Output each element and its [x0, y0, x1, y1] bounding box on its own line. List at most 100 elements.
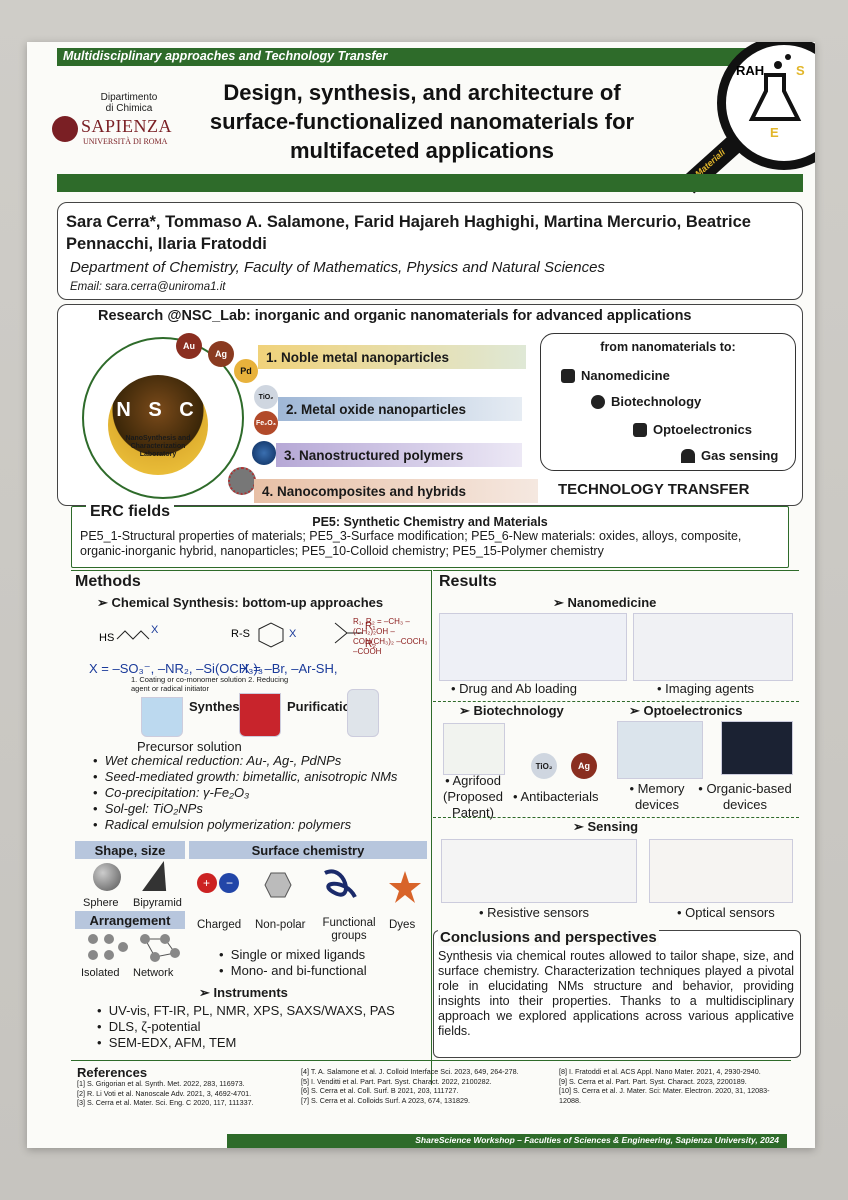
technology-transfer-label: TECHNOLOGY TRANSFER [558, 481, 750, 498]
antibacterials-label: • Antibacterials [513, 789, 599, 804]
ag-ball: Ag [208, 341, 234, 367]
optical-sensors-label: • Optical sensors [677, 905, 775, 920]
instrument-item: • SEM-EDX, AFM, TEM [97, 1035, 237, 1050]
instrument-text: DLS, ζ-potential [108, 1019, 201, 1034]
dyes-label: Dyes [389, 919, 416, 931]
agrifood-label: • Agrifood (Proposed Patent) [443, 773, 503, 820]
flask-icon: RAH S E [736, 54, 805, 140]
fe2o3-ball: Fe₂O₃ [254, 411, 278, 435]
erc-label: ERC fields [86, 503, 175, 521]
methods-bullets: • Wet chemical reduction: Au-, Ag-, PdNP… [93, 753, 423, 833]
author-department: Department of Chemistry, Faculty of Math… [70, 259, 605, 276]
chemical-synthesis-heading: ➢ Chemical Synthesis: bottom-up approach… [97, 595, 384, 610]
reference-item: [6] S. Cerra et al. Coll. Surf. B 2021, … [301, 1086, 459, 1095]
university-sub: UNIVERSITÀ DI ROMA [83, 137, 168, 146]
method-bullet-text: Co-precipitation: γ-Fe₂O₃ [104, 785, 250, 800]
synthesis-steps: 1. Coating or co-monomer solution 2. Red… [131, 675, 289, 693]
optoelectronics-heading: ➢ Optoelectronics [629, 703, 743, 718]
references-title: References [77, 1065, 148, 1080]
erc-box: ERC fields PE5: Synthetic Chemistry and … [71, 503, 789, 568]
pd-ball: Pd [234, 359, 258, 383]
conclusions-box: Conclusions and perspectives Synthesis v… [433, 929, 801, 1058]
research-item-oxide: 2. Metal oxide nanoparticles [278, 397, 522, 421]
applications-box: from nanomaterials to: Nanomedicine Biot… [540, 333, 796, 471]
method-bullet: • Radical emulsion polymerization: polym… [93, 817, 352, 832]
au-ball: Au [176, 333, 202, 359]
microbe-icon [591, 394, 605, 409]
reference-item: [7] S. Cerra et al. Colloids Surf. A 202… [301, 1095, 471, 1105]
research-box: Research @NSC_Lab: inorganic and organic… [57, 304, 803, 506]
reference-item: [1] S. Grigorian et al. Synth. Met. 2022… [77, 1079, 245, 1088]
agrifood-figure [443, 723, 505, 775]
tio2-ball: TiO₂ [254, 385, 278, 409]
research-item-polymers: 3. Nanostructured polymers [276, 443, 522, 467]
conclusions-title: Conclusions and perspectives [438, 929, 659, 946]
research-item-composites: 4. Nanocomposites and hybrids [254, 479, 538, 503]
reaction-flask-icon [239, 693, 281, 737]
drug-loading-figure [439, 613, 627, 681]
poster: Multidisciplinary approaches and Technol… [27, 42, 815, 1148]
charged-label: Charged [197, 919, 242, 931]
references-col-2: [4] T. A. Salamone et al. J. Colloid Int… [301, 1067, 551, 1105]
resistive-sensors-label: • Resistive sensors [479, 905, 590, 920]
drug-loading-label: • Drug and Ab loading [451, 681, 577, 696]
synthesis-label: Synthesis [189, 699, 251, 714]
ligand-text: Mono- and bi-functional [230, 963, 367, 978]
centrifuge-icon [347, 689, 379, 737]
svg-text:X: X [151, 624, 159, 636]
instrument-item: • DLS, ζ-potential [97, 1019, 201, 1034]
surface-chemistry-header: Surface chemistry [189, 841, 427, 859]
references-col-1: [1] S. Grigorian et al. Synth. Met. 2022… [77, 1079, 297, 1108]
conclusions-text: Synthesis via chemical routes allowed to… [438, 949, 794, 1038]
results-title: Results [439, 573, 497, 590]
results-divider [433, 817, 799, 818]
methods-title: Methods [75, 573, 141, 590]
imaging-agents-label: • Imaging agents [657, 681, 755, 696]
method-bullet: • Co-precipitation: γ-Fe₂O₃ [93, 785, 250, 800]
research-heading: Research @NSC_Lab: inorganic and organic… [98, 308, 692, 324]
author-names: Sara Cerra*, Tommaso A. Salamone, Farid … [66, 213, 751, 253]
reference-item: [2] R. Li Voti et al. Nanoscale Adv. 202… [77, 1088, 252, 1098]
nsc-lab-short: N S C [116, 399, 200, 421]
svg-text:R-S: R-S [231, 628, 250, 640]
instruments-heading: ➢ Instruments [199, 985, 288, 1000]
network-label: Network [133, 967, 174, 979]
r-groups: R₁, R₂ = –CH₃ –(CH₂)₂OH –CON(CH₃)₂ –COCH… [353, 617, 428, 656]
footer-text: ShareScience Workshop – Faculties of Sci… [415, 1135, 779, 1145]
sphere-label: Sphere [83, 897, 119, 909]
references-col-3: [8] I. Fratoddi et al. ACS Appl. Nano Ma… [559, 1067, 789, 1105]
organic-device-figure [721, 721, 793, 775]
method-bullet-text: Radical emulsion polymerization: polymer… [104, 817, 352, 832]
reference-item: [9] S. Cerra et al. Part. Part. Syst. Ch… [559, 1076, 747, 1086]
science-badge-icon: RAH S E [717, 42, 815, 170]
method-bullet-text: Wet chemical reduction: Au-, Ag-, PdNPs [104, 753, 342, 768]
sapienza-seal-icon [52, 116, 78, 142]
ligand-text: Single or mixed ligands [230, 947, 366, 962]
app-nanomedicine: Nanomedicine [561, 368, 670, 383]
methods-section: Methods ➢ Chemical Synthesis: bottom-up … [71, 570, 432, 1085]
arrangement-icon [88, 934, 180, 962]
surface-chemistry-icons: + − [197, 869, 421, 903]
method-bullet-text: Sol-gel: TiO₂NPs [104, 801, 203, 816]
method-bullet: • Wet chemical reduction: Au-, Ag-, PdNP… [93, 753, 342, 768]
erc-pe5: PE5: Synthetic Chemistry and Materials [312, 515, 548, 529]
purification-label: Purification [287, 699, 359, 714]
tio2-particle: TiO₂ [531, 753, 557, 779]
ag-particle: Ag [571, 753, 597, 779]
biotechnology-heading: ➢ Biotechnology [459, 703, 564, 718]
results-divider [433, 701, 799, 702]
nsc-lab-name: NanoSynthesis and Characterization Labor… [125, 435, 191, 458]
sphere-icon [93, 863, 121, 891]
references-section: References [1] S. Grigorian et al. Synth… [71, 1060, 791, 1133]
memory-devices-label: • Memory devices [629, 781, 685, 812]
department-name: Dipartimento di Chimica [100, 92, 158, 114]
precursor-label: Precursor solution [137, 739, 242, 754]
alarm-icon [681, 448, 695, 463]
bipyramid-icon [142, 861, 176, 891]
lab-circle [82, 337, 244, 499]
results-section: Results ➢ Nanomedicine • Drug and Ab loa… [433, 570, 799, 931]
reference-item: [8] I. Fratoddi et al. ACS Appl. Nano Ma… [559, 1067, 761, 1076]
reference-item: [4] T. A. Salamone et al. J. Colloid Int… [301, 1067, 519, 1076]
sensing-heading: ➢ Sensing [573, 819, 639, 834]
method-bullet-text: Seed-mediated growth: bimetallic, anisot… [104, 769, 398, 784]
